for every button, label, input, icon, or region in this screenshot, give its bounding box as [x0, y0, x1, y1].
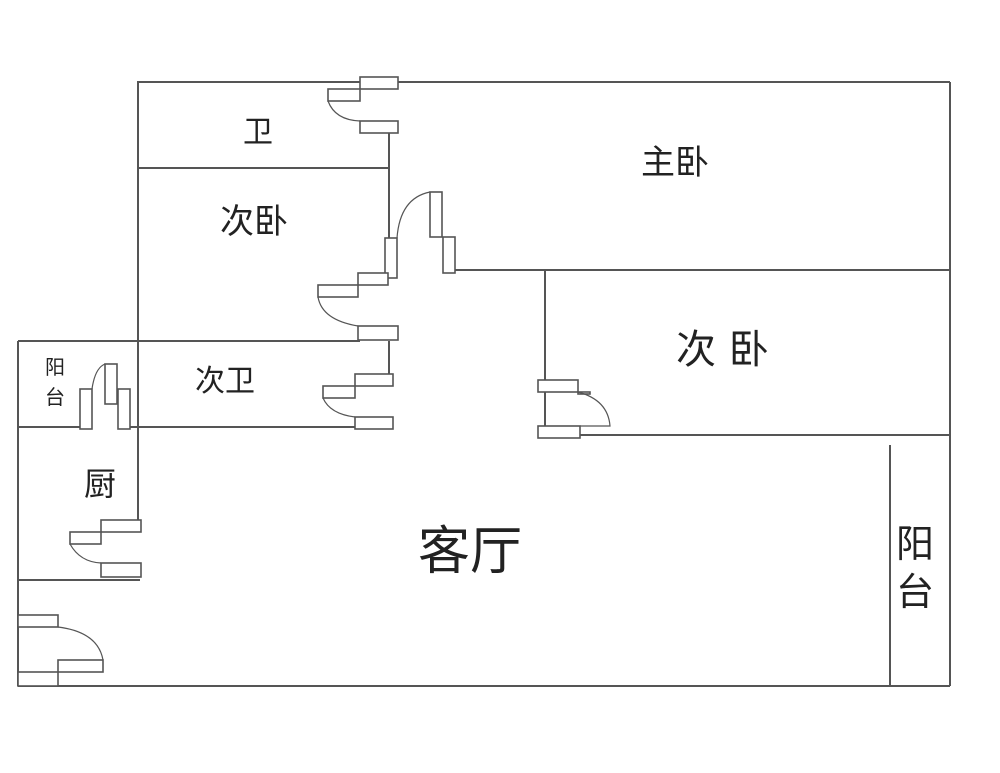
room-label-second-bedroom-right: 次 卧 — [676, 327, 769, 373]
room-label-kitchen: 厨 — [84, 465, 117, 503]
room-label-balcony-right: 阳台 — [896, 522, 935, 614]
room-label-second-bathroom: 次卫 — [195, 364, 255, 399]
room-label-master-bedroom: 主卧 — [641, 143, 709, 183]
room-label-living-room: 客厅 — [418, 522, 523, 582]
room-label-balcony-left: 阳台 — [45, 355, 65, 409]
walls — [17, 81, 951, 687]
room-label-second-bedroom-left: 次卧 — [220, 202, 288, 242]
room-label-bathroom: 卫 — [243, 115, 273, 150]
doors — [17, 76, 611, 687]
